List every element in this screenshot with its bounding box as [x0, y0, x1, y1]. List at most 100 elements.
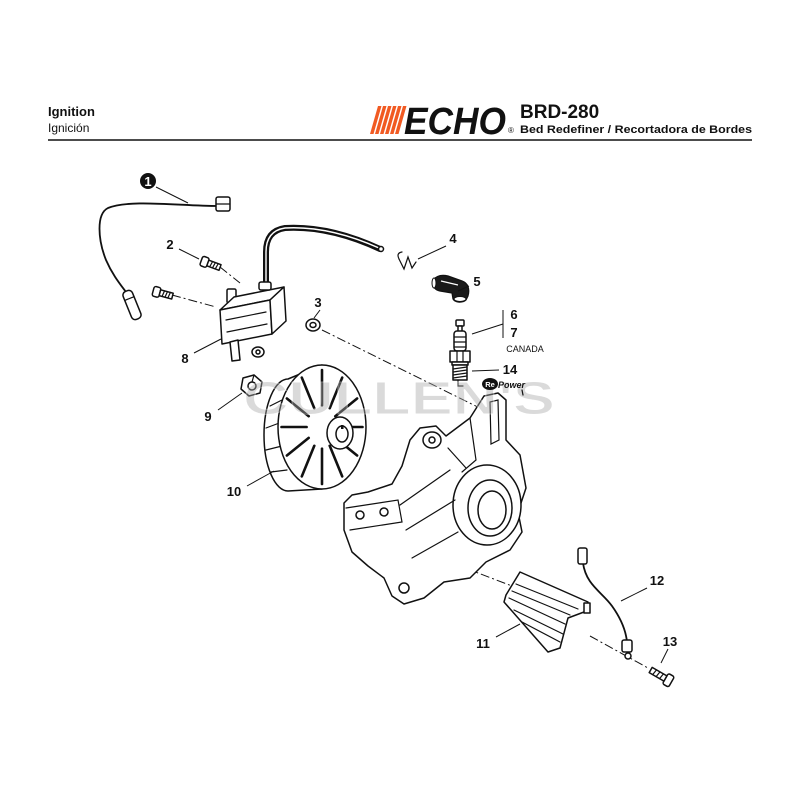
part-2-bolt-lower	[151, 285, 174, 300]
callout-number: 4	[449, 231, 457, 246]
part-8-ignition-coil	[219, 224, 385, 362]
watermark: CULLEN'S	[243, 372, 555, 424]
part-4-spring-clip	[397, 251, 417, 271]
wire-12-ring	[624, 652, 632, 660]
centerline-screw	[589, 635, 649, 669]
flywheel-fin	[300, 444, 316, 478]
part-5-spark-plug-cap	[431, 274, 470, 303]
leader-line	[495, 623, 521, 638]
washer-hole	[309, 321, 317, 329]
centerline-bolt-lower	[171, 294, 217, 308]
registered-mark: ®	[508, 126, 514, 135]
callout-14: 14	[471, 362, 518, 377]
hv-lead	[263, 224, 383, 293]
plug-electrode	[457, 379, 464, 387]
coil-groove	[225, 311, 267, 321]
leader-line	[471, 369, 500, 372]
plug-thread	[452, 369, 468, 373]
callout-11: 11	[476, 623, 521, 651]
bolt-thread	[167, 291, 171, 299]
section-title-spanish: Ignición	[48, 121, 89, 135]
centerline-coil	[321, 329, 501, 419]
module-body	[503, 571, 589, 653]
leader-line	[155, 186, 189, 204]
model-number: BRD-280	[520, 102, 599, 123]
callout-number: 1	[144, 174, 151, 189]
repower-logo: Re Power	[482, 378, 526, 396]
flywheel-fin	[333, 397, 359, 418]
model-description: Bed Redefiner / Recortadora de Bordes	[520, 124, 752, 136]
crankcase-rib	[447, 447, 467, 469]
module-fin	[521, 621, 561, 643]
flywheel-fin	[285, 436, 311, 457]
crankcase-foot-hole	[398, 582, 410, 594]
part-11-ignition-module	[503, 571, 591, 653]
bolt-thread	[161, 290, 166, 298]
coil-side-face	[269, 286, 287, 335]
flywheel-fin	[328, 444, 344, 478]
leader-line	[178, 248, 200, 260]
callout-number: 10	[227, 484, 241, 499]
repower-power: Power	[498, 380, 526, 390]
callout-number: 13	[663, 634, 677, 649]
flywheel-keyway	[341, 425, 344, 429]
repower-mark	[521, 389, 524, 396]
part-9-flywheel-nut	[240, 374, 263, 397]
leader-line	[471, 323, 504, 335]
wire-1-boot-ring	[124, 296, 135, 301]
logo-stripe	[380, 106, 392, 134]
logo-stripe	[370, 106, 382, 134]
callout-number: 8	[181, 351, 188, 366]
nut-edge	[251, 374, 255, 383]
callout-12: 12	[620, 573, 664, 602]
callout-2: 2	[166, 237, 200, 260]
wire-12-bottom-terminal	[621, 639, 633, 653]
brand-wordmark: ECHO	[404, 101, 506, 143]
screw-thread	[658, 673, 665, 680]
cap-highlight	[440, 280, 459, 286]
callout-6-7: 6 7 CANADA	[471, 307, 544, 354]
leader-line	[217, 392, 243, 411]
crankcase-boss-hole	[428, 436, 436, 444]
module-terminal	[583, 602, 591, 614]
repower-oval	[482, 378, 498, 390]
part-2-bolt-upper	[199, 255, 222, 272]
flywheel-fin	[300, 376, 316, 410]
callout-3: 3	[313, 295, 322, 319]
callout-5: 5	[457, 274, 481, 292]
leader-line	[457, 285, 470, 292]
crankcase-flange	[345, 499, 403, 531]
spring-hook	[397, 251, 403, 260]
leader-line	[620, 587, 648, 602]
cap-wire-entry	[431, 277, 437, 289]
crankcase-outline	[343, 392, 527, 605]
crankcase	[343, 392, 527, 605]
wire-1-lead	[98, 202, 219, 293]
coil-terminal	[229, 339, 241, 362]
flywheel-fin	[328, 376, 344, 410]
callout-10: 10	[227, 470, 275, 499]
wire-12-top-terminal	[577, 547, 588, 565]
leader-line	[246, 470, 275, 487]
leader-line	[660, 648, 669, 664]
screw-thread	[655, 671, 661, 678]
flywheel-rim-fin	[265, 445, 283, 451]
crankcase-tower-slot	[489, 399, 500, 445]
plug-hex	[449, 350, 471, 363]
coil-groove	[226, 323, 268, 333]
flywheel-face	[277, 364, 367, 490]
callout-number: 14	[503, 362, 518, 377]
logo-stripe	[375, 106, 387, 134]
hv-lead-core	[265, 227, 380, 289]
cap-opening	[453, 296, 467, 302]
centerline-bolt-upper	[219, 266, 241, 284]
spring-coil	[398, 255, 417, 271]
part-13-screw	[648, 666, 675, 688]
alignment-lines	[171, 266, 649, 669]
header: Ignition Ignición ECHO ® BRD-280 Bed Red…	[48, 101, 752, 143]
logo-stripe	[385, 106, 397, 134]
crankcase-rib	[399, 469, 451, 506]
part-12-module-wire	[577, 547, 633, 660]
module-fin	[511, 590, 571, 616]
